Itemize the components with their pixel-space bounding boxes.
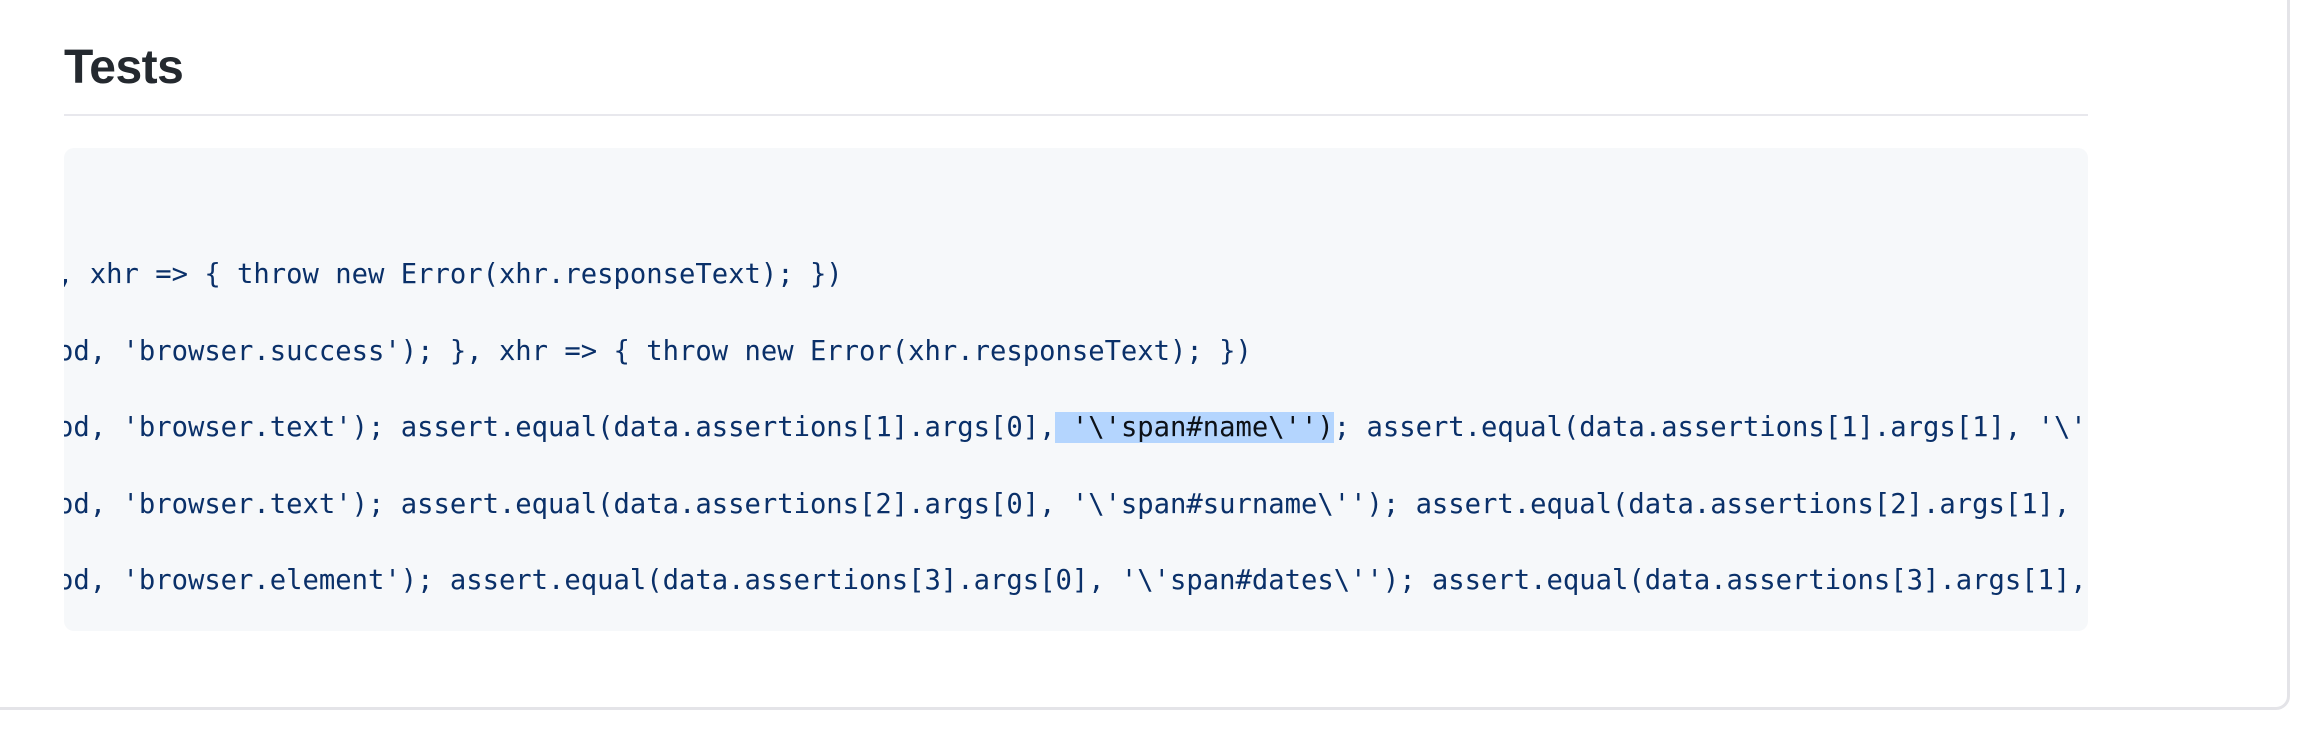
code-line-3-before: od, 'browser.text'); assert.equal(data.a… [64,412,1056,443]
code-block[interactable]: , xhr => { throw new Error(xhr.responseT… [64,148,2088,631]
code-line-3[interactable]: od, 'browser.text'); assert.equal(data.a… [64,408,2087,448]
section-title: Tests [64,41,184,94]
code-line-4[interactable]: od, 'browser.text'); assert.equal(data.a… [64,489,2071,520]
code-line-3-after: ; assert.equal(data.assertions[1].args[1… [1333,412,2087,443]
code-line-5[interactable]: od, 'browser.element'); assert.equal(dat… [64,565,2087,596]
code-lines: , xhr => { throw new Error(xhr.responseT… [64,148,2087,596]
title-divider [64,114,2088,116]
code-line-1[interactable]: , xhr => { throw new Error(xhr.responseT… [64,259,843,290]
code-line-2[interactable]: od, 'browser.success'); }, xhr => { thro… [64,336,1252,367]
selected-text[interactable]: '\'span#name\'') [1055,412,1334,443]
